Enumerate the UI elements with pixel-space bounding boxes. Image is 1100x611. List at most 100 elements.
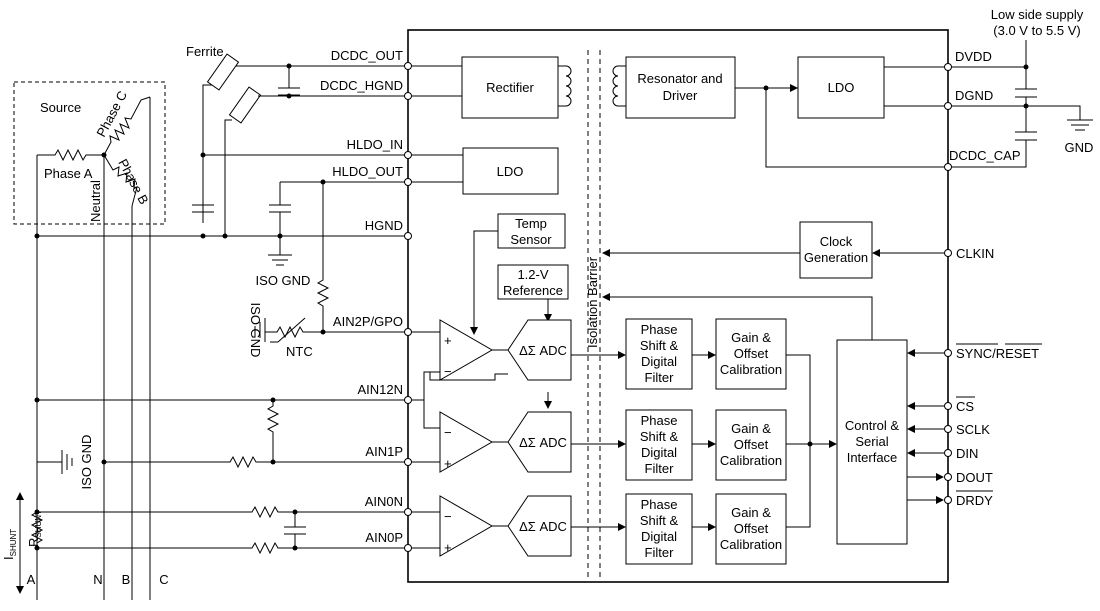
svg-text:+: + (444, 456, 452, 471)
svg-text:Control &: Control & (845, 418, 900, 433)
iso-gnd-label-low: ISO GND (79, 435, 94, 490)
reference-label-1: 1.2-V (517, 267, 548, 282)
svg-text:Offset: Offset (734, 437, 769, 452)
svg-text:Shift &: Shift & (640, 338, 679, 353)
pin-din (944, 449, 952, 457)
phase-shift-block-ch0 (625, 493, 693, 565)
gain-offset-block-ch1 (715, 409, 787, 481)
gnd-label: GND (1065, 140, 1094, 155)
svg-text:Offset: Offset (734, 346, 769, 361)
pin-hldo-out (404, 178, 412, 186)
svg-text:−: − (444, 509, 452, 524)
gain-offset-block-ch0 (715, 493, 787, 565)
pin-drdy (944, 496, 952, 504)
pin-dcdc-hgnd (404, 92, 412, 100)
line-a-label: A (27, 572, 36, 587)
svg-text:Serial: Serial (855, 434, 888, 449)
phase-a-label: Phase A (44, 166, 93, 181)
pin-hgnd (404, 232, 412, 240)
pin-hgnd-label: HGND (365, 218, 403, 233)
svg-text:−: − (444, 364, 452, 379)
pin-hldo-out-label: HLDO_OUT (332, 164, 403, 179)
isolation-barrier-label: Isolation Barrier (585, 256, 600, 348)
reference-block (497, 264, 569, 300)
pin-ain0n-label: AIN0N (365, 494, 403, 509)
pin-dout-label: DOUT (956, 470, 993, 485)
svg-text:Phase: Phase (641, 322, 678, 337)
svg-text:Shift &: Shift & (640, 429, 679, 444)
adc-ch1 (507, 411, 572, 473)
pin-cs-label: CS (956, 399, 974, 414)
ntc-thermistor (265, 325, 408, 339)
clock-generation-block (799, 221, 873, 279)
ferrite-bead-1 (206, 53, 240, 91)
pin-sync-reset (944, 349, 952, 357)
phase-c-label: Phase C (93, 88, 130, 139)
amp-ch2 (439, 319, 494, 381)
pin-dgnd-label: DGND (955, 88, 993, 103)
supply-range-label: (3.0 V to 5.5 V) (993, 23, 1080, 38)
line-c-label: C (159, 572, 168, 587)
svg-text:+: + (444, 540, 452, 555)
r-shunt-label: RSHUNT (26, 510, 43, 547)
ldo-label-right: LDO (828, 80, 855, 95)
pin-dgnd (944, 102, 952, 110)
iso-ground-rotated-icon-2 (61, 450, 73, 474)
pin-sclk-label: SCLK (956, 422, 990, 437)
control-serial-block (836, 339, 908, 545)
chip-outline (407, 29, 949, 583)
ldo-label-left: LDO (497, 164, 524, 179)
temp-sensor-label-1: Temp (515, 216, 547, 231)
svg-text:Offset: Offset (734, 521, 769, 536)
temp-sensor-label-2: Sensor (510, 232, 552, 247)
svg-text:Gain &: Gain & (731, 505, 771, 520)
adc-ch2 (507, 319, 572, 381)
svg-text:Filter: Filter (645, 461, 675, 476)
svg-text:Gain &: Gain & (731, 421, 771, 436)
svg-text:−: − (444, 425, 452, 440)
pin-dcdc-cap (944, 163, 952, 171)
resonator-driver-block (625, 56, 736, 119)
pin-dcdc-hgnd-label: DCDC_HGND (320, 78, 403, 93)
svg-text:Phase: Phase (641, 413, 678, 428)
reference-label-2: Reference (503, 283, 563, 298)
phase-shift-block-ch2 (625, 318, 693, 390)
pin-ain2p (404, 328, 412, 336)
pin-sclk (944, 425, 952, 433)
pin-ain0p (404, 544, 412, 552)
pin-dcdc-out (404, 62, 412, 70)
ground-icon (1067, 119, 1093, 131)
transformer-coil-right (612, 65, 626, 107)
transformer-coil-left (558, 65, 572, 107)
gain-offset-block-ch2 (715, 318, 787, 390)
pin-ain0p-label: AIN0P (365, 530, 403, 545)
adc-ch2-label: ΔΣ ADC (519, 343, 567, 358)
pin-dvdd-label: DVDD (955, 49, 992, 64)
amp-ch0 (439, 495, 494, 557)
line-n-label: N (93, 572, 102, 587)
pin-drdy-label: DRDY (956, 493, 993, 508)
pin-dvdd (944, 63, 952, 71)
pin-ain12n (404, 396, 412, 404)
svg-text:Shift &: Shift & (640, 513, 679, 528)
svg-text:Filter: Filter (645, 370, 675, 385)
svg-text:Interface: Interface (847, 450, 898, 465)
i-shunt-label: ISHUNT (1, 529, 18, 560)
pin-hldo-in (404, 151, 412, 159)
pin-sync-reset-label: SYNC/RESET (956, 346, 1039, 361)
adc-ch0-label: ΔΣ ADC (519, 519, 567, 534)
iso-ground-icon (268, 254, 292, 266)
source-title: Source (40, 100, 81, 115)
line-b-label: B (122, 572, 131, 587)
svg-text:Calibration: Calibration (720, 453, 782, 468)
svg-text:Generation: Generation (804, 250, 868, 265)
r-shunt-resistor (30, 511, 44, 548)
phase-b-resistor (103, 154, 138, 207)
rectifier-label: Rectifier (486, 80, 534, 95)
phase-a-resistor (37, 148, 104, 162)
source-box (13, 81, 166, 225)
iso-gnd-label-top: ISO GND (256, 273, 311, 288)
amp-ch1 (439, 411, 494, 473)
ldo-block-right (797, 56, 885, 119)
svg-text:Digital: Digital (641, 354, 677, 369)
